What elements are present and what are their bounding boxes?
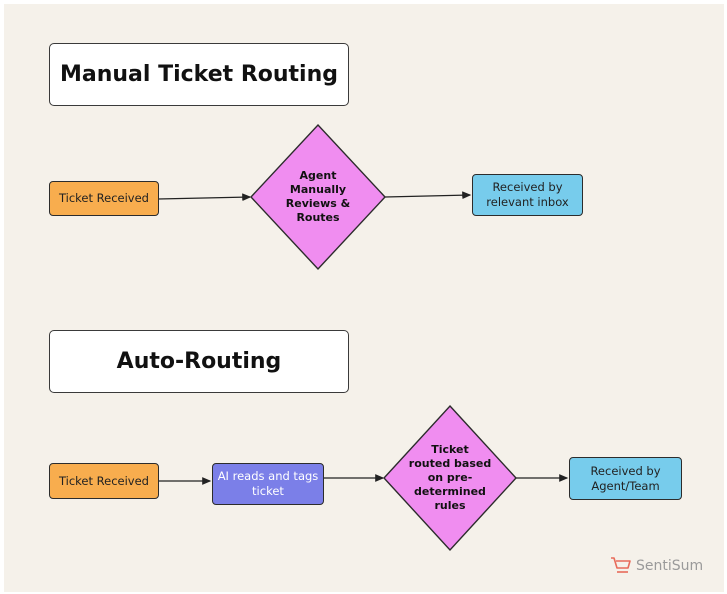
logo-text: SentiSum	[636, 558, 704, 574]
auto-decision-label: Ticket routed based on pre- determined r…	[408, 443, 492, 512]
manual-arrow-start-to-decision	[157, 193, 252, 202]
sentisum-logo: SentiSum	[610, 556, 703, 576]
manual-section-title: Manual Ticket Routing	[49, 43, 349, 106]
auto-received-agent-node: Received by Agent/Team	[569, 457, 682, 500]
manual-received-inbox-node: Received by relevant inbox	[472, 174, 583, 216]
auto-ai-reads-tags-node: AI reads and tags ticket	[212, 463, 324, 505]
cart-icon	[611, 557, 631, 573]
manual-ticket-received-node: Ticket Received	[49, 181, 159, 216]
auto-section-title: Auto-Routing	[49, 330, 349, 393]
manual-decision-label: Agent Manually Reviews & Routes	[285, 169, 351, 224]
connectors-layer	[157, 123, 569, 552]
auto-decision-shape	[383, 404, 517, 552]
manual-decision-shape	[250, 123, 386, 271]
diagram-canvas: Manual Ticket Routing Ticket Received Ag…	[4, 4, 724, 592]
auto-ticket-received-node: Ticket Received	[49, 463, 159, 499]
manual-arrow-decision-to-end	[384, 191, 472, 200]
